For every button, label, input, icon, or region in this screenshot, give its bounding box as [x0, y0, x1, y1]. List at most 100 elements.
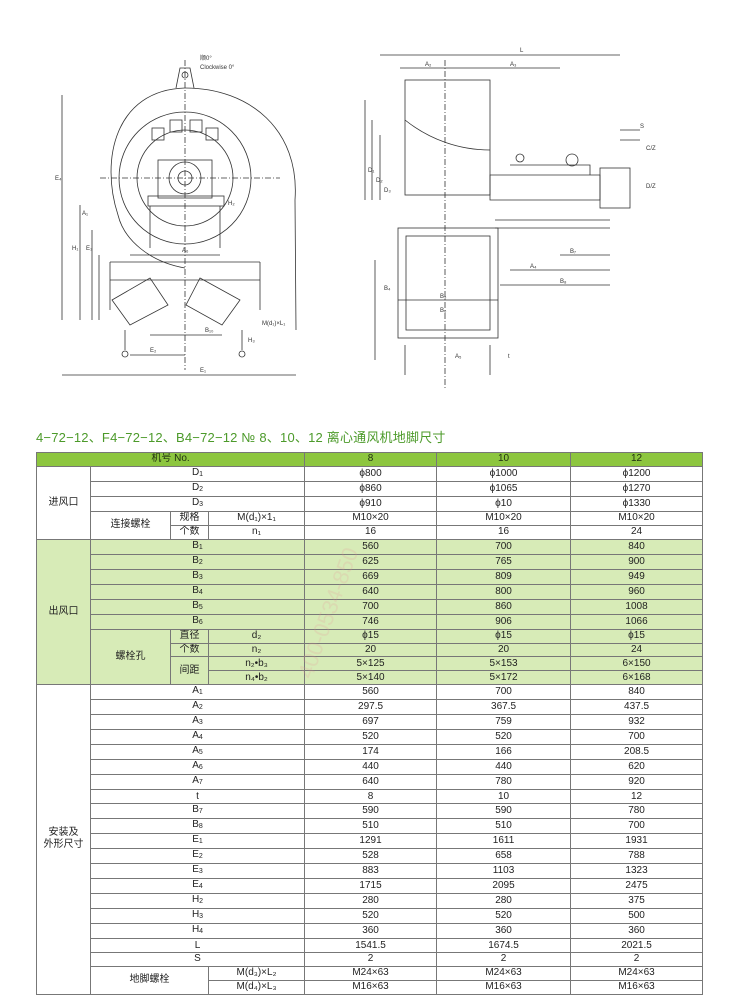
dim-d3: D₃ — [384, 188, 391, 194]
param-label: E3 — [89, 863, 306, 880]
header-size: 12 — [570, 452, 704, 467]
value-cell: 1323 — [570, 863, 704, 880]
value-cell: 280 — [304, 893, 438, 910]
param-label: B6 — [89, 613, 306, 630]
front-view — [61, 60, 297, 376]
value-cell: 883 — [304, 863, 438, 880]
hole-label: 螺栓孔 — [90, 628, 171, 686]
dim-l: L — [520, 48, 524, 54]
value-cell: 1674.5 — [436, 938, 572, 954]
value-cell: 437.5 — [570, 699, 704, 716]
value-cell: 809 — [436, 568, 572, 585]
value-cell: 1008 — [570, 598, 704, 615]
value-cell: 20 — [304, 642, 438, 658]
param-label: B5 — [89, 598, 306, 615]
param-name: 间距 — [170, 656, 209, 686]
group-outlet: 出风口 — [36, 538, 91, 686]
dim-d2: D₂ — [376, 178, 383, 184]
value-cell: 780 — [570, 803, 704, 820]
param-symbol: n₁ — [207, 524, 306, 540]
dim-e1: E₁ — [200, 368, 206, 374]
value-cell: ϕ800 — [304, 465, 438, 482]
value-cell: ϕ1000 — [436, 465, 572, 482]
dim-b8: B₈ — [560, 279, 567, 285]
value-cell: 440 — [304, 759, 438, 776]
value-cell: 208.5 — [570, 744, 704, 761]
value-cell: 1541.5 — [304, 938, 438, 954]
value-cell: ϕ10 — [436, 495, 572, 512]
value-cell: M10×20 — [304, 510, 438, 526]
param-name: 个数 — [170, 524, 209, 540]
value-cell: 1931 — [570, 833, 704, 850]
value-cell: 520 — [436, 729, 572, 746]
param-label: A2 — [89, 699, 306, 716]
value-cell: 840 — [570, 538, 704, 555]
value-cell: ϕ15 — [304, 628, 438, 644]
value-cell: M10×20 — [436, 510, 572, 526]
param-symbol: n₄•b₂ — [207, 670, 306, 686]
dim-b6: B₆ — [440, 308, 447, 314]
value-cell: 700 — [570, 818, 704, 835]
value-cell: ϕ910 — [304, 495, 438, 512]
dim-h2: H₂ — [228, 201, 235, 207]
param-name: 直径 — [170, 628, 209, 644]
param-label: B8 — [89, 818, 306, 835]
header-size: 8 — [304, 452, 438, 467]
value-cell: 1066 — [570, 613, 704, 630]
param-label: D1 — [89, 465, 306, 482]
value-cell: M10×20 — [570, 510, 704, 526]
param-label: H4 — [89, 923, 306, 940]
dim-a6: A₆ — [182, 248, 189, 254]
param-label: A1 — [89, 684, 306, 701]
value-cell: 1715 — [304, 878, 438, 895]
value-cell: 2021.5 — [570, 938, 704, 954]
value-cell: 620 — [570, 759, 704, 776]
value-cell: 788 — [570, 848, 704, 865]
dim-s: S — [640, 124, 644, 130]
value-cell: 2095 — [436, 878, 572, 895]
value-cell: ϕ1065 — [436, 480, 572, 497]
dim-a1: A₁ — [82, 211, 88, 217]
value-cell: 960 — [570, 583, 704, 600]
value-cell: 174 — [304, 744, 438, 761]
value-cell: M16×63 — [436, 979, 572, 995]
value-cell: 920 — [570, 774, 704, 791]
value-cell: 669 — [304, 568, 438, 585]
value-cell: 24 — [570, 642, 704, 658]
dim-b4: B₄ — [384, 286, 391, 292]
value-cell: 697 — [304, 714, 438, 731]
value-cell: 906 — [436, 613, 572, 630]
value-cell: 590 — [436, 803, 572, 820]
value-cell: 5×140 — [304, 670, 438, 686]
param-name: 个数 — [170, 642, 209, 658]
value-cell: 5×153 — [436, 656, 572, 672]
value-cell: 510 — [304, 818, 438, 835]
value-cell: 16 — [304, 524, 438, 540]
value-cell: 780 — [436, 774, 572, 791]
group-install: 安装及外形尺寸 — [36, 684, 91, 995]
param-symbol: M(d₃)×L₂ — [207, 965, 306, 981]
value-cell: 10 — [436, 789, 572, 805]
dim-d1: D₁ — [368, 168, 374, 174]
value-cell: 700 — [436, 538, 572, 555]
dim-cz: C/Z — [646, 146, 656, 152]
value-cell: 1103 — [436, 863, 572, 880]
param-label: B4 — [89, 583, 306, 600]
param-symbol: n₂ — [207, 642, 306, 658]
value-cell: 280 — [436, 893, 572, 910]
value-cell: M16×63 — [570, 979, 704, 995]
header-label: 机号 No. — [35, 452, 306, 467]
value-cell: 24 — [570, 524, 704, 540]
value-cell: 560 — [304, 684, 438, 701]
